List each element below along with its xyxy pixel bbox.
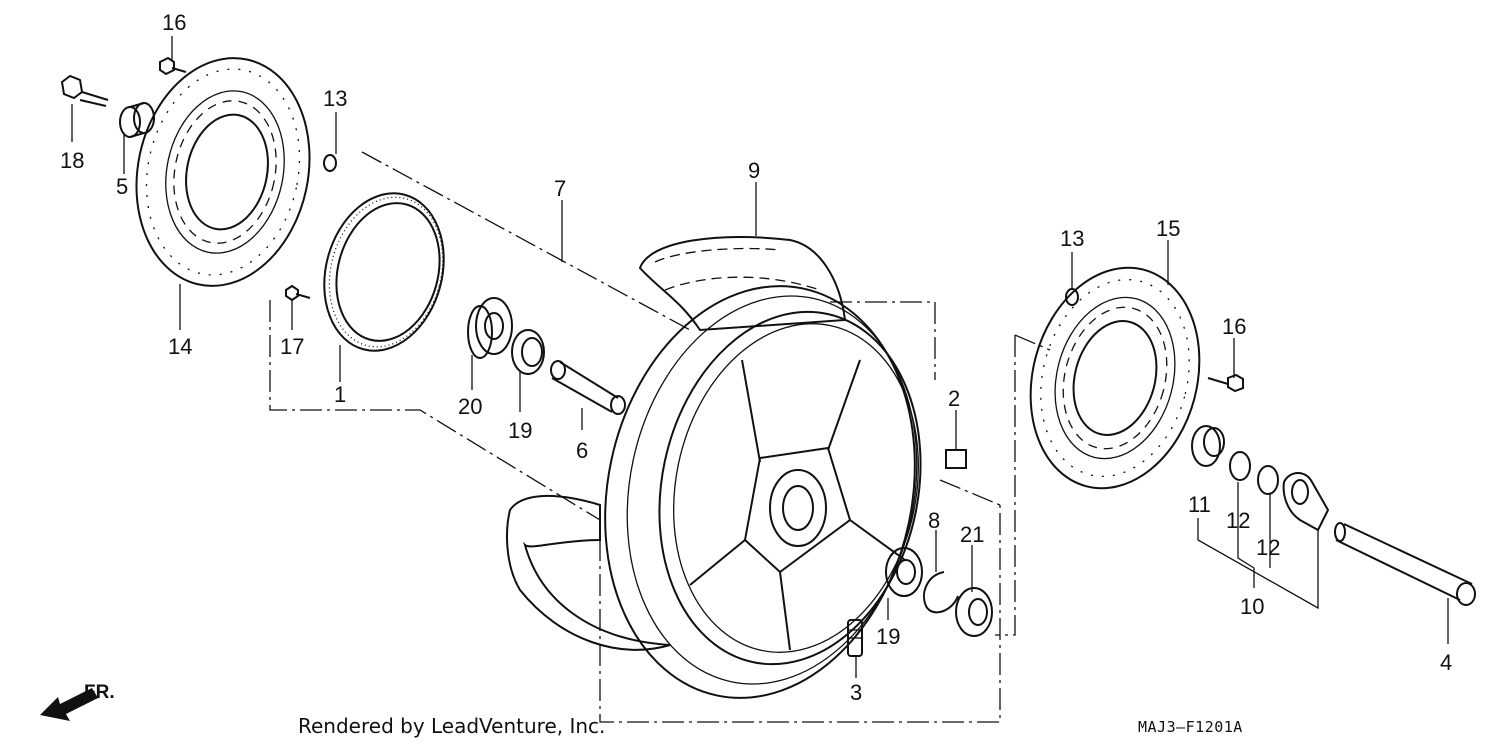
callout-13b: 13 [1060,226,1084,251]
callout-2: 2 [948,386,960,411]
callout-13: 13 [323,86,347,111]
callout-12b: 12 [1256,535,1280,560]
right-bearing [885,547,923,597]
callout-16b: 16 [1222,314,1246,339]
callout-18: 18 [60,148,84,173]
callout-11: 11 [1188,492,1211,517]
circlip [923,571,959,614]
front-direction-arrow: FR. [40,682,115,721]
pulser-ring [323,192,445,352]
left-bearing [467,297,513,359]
callout-12: 12 [1226,508,1250,533]
callout-3: 3 [850,680,862,705]
right-brake-disc [1029,266,1201,490]
mudguard-section [506,495,671,651]
callout-7: 7 [554,176,566,201]
wheel-rim [604,285,922,699]
callout-1: 1 [334,382,346,407]
left-dust-seal [511,329,545,375]
callout-20: 20 [458,394,482,419]
callout-6: 6 [576,438,588,463]
callout-4: 4 [1440,650,1452,675]
left-washer [323,154,337,172]
leader-lines [71,36,1449,678]
front-axle [1334,522,1476,606]
direction-label: FR. [84,682,115,703]
right-disc-bolt [1207,373,1244,393]
callout-21: 21 [960,522,984,547]
callout-14: 14 [168,334,192,359]
right-dust-seal [955,587,993,637]
callout-10: 10 [1240,594,1264,619]
callout-16: 16 [162,10,186,35]
speedometer-gearbox [1191,425,1330,532]
axle-spacer [550,360,626,415]
callout-9: 9 [748,158,760,183]
callout-19: 19 [508,418,532,443]
callout-5: 5 [116,174,128,199]
left-collar [119,102,155,138]
part-callouts: 16 18 5 13 14 17 1 7 9 20 19 6 2 8 21 19… [60,10,1452,705]
tire [638,236,847,332]
callout-8: 8 [928,508,940,533]
assembly-lines [269,151,1051,723]
valve-stem [847,619,863,657]
callout-15: 15 [1156,216,1180,241]
left-bolts [60,56,187,107]
callout-19b: 19 [876,624,900,649]
left-brake-disc [135,57,311,287]
callout-17: 17 [280,334,304,359]
balance-weight [945,449,967,469]
diagram-code: MAJ3–F1201A [1138,718,1243,736]
ring-bolt [285,284,311,302]
render-credit: Rendered by LeadVenture, Inc. [298,714,606,738]
